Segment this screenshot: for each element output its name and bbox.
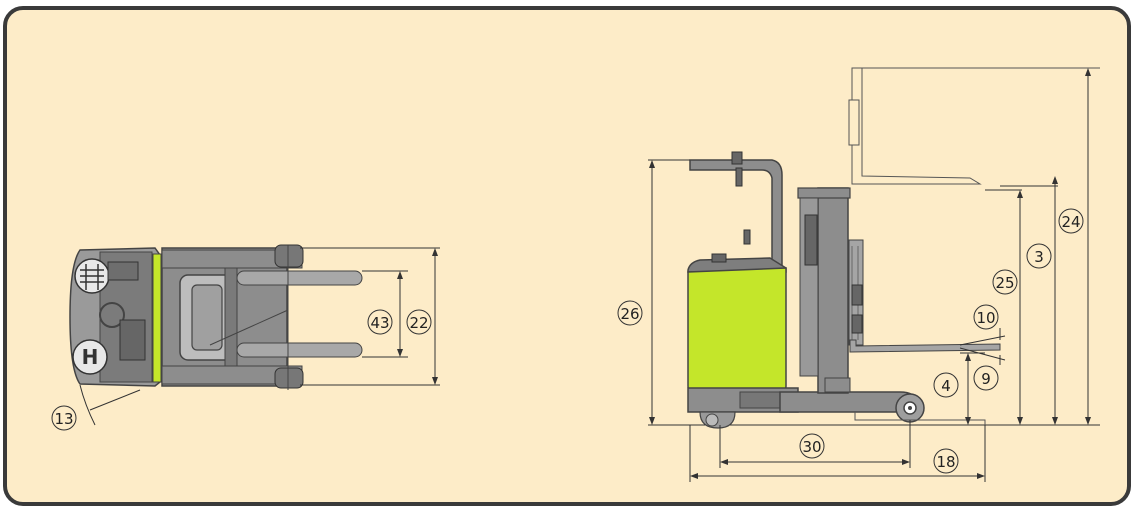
svg-text:26: 26 <box>620 305 639 323</box>
dimension-label-13: 13 <box>51 405 77 431</box>
steering-wheel <box>99 302 125 328</box>
svg-text:9: 9 <box>981 370 991 388</box>
top-view-fork-top <box>236 270 363 286</box>
svg-text:30: 30 <box>802 438 821 456</box>
svg-text:18: 18 <box>936 453 955 471</box>
dimension-label-43: 43 <box>367 309 393 335</box>
side-view: 26 3 24 25 10 9 4 30 <box>617 67 1100 482</box>
svg-text:10: 10 <box>976 309 995 327</box>
dimension-label-22: 22 <box>406 309 432 335</box>
svg-text:13: 13 <box>54 410 73 428</box>
dimension-label-30: 30 <box>799 433 825 459</box>
svg-text:43: 43 <box>370 314 389 332</box>
side-view-mast <box>817 187 849 394</box>
dimension-label-10: 10 <box>973 304 999 330</box>
dimension-label-24: 24 <box>1058 208 1084 234</box>
svg-text:3: 3 <box>1034 248 1044 266</box>
top-view-battery-stripe <box>152 253 162 383</box>
top-view-wheel-bottom <box>274 367 304 389</box>
svg-text:22: 22 <box>409 314 428 332</box>
dimension-label-4: 4 <box>933 372 959 398</box>
svg-text:24: 24 <box>1061 213 1080 231</box>
dimension-label-26: 26 <box>617 300 643 326</box>
svg-text:25: 25 <box>995 274 1014 292</box>
top-view: H <box>51 244 440 431</box>
top-view-wheel-top <box>274 244 304 268</box>
h-icon <box>72 339 108 375</box>
dimension-label-9: 9 <box>973 365 999 391</box>
dimension-label-3: 3 <box>1026 243 1052 269</box>
dimension-label-18: 18 <box>933 448 959 474</box>
dimension-label-25: 25 <box>992 269 1018 295</box>
top-view-fork-bottom <box>236 342 363 358</box>
svg-text:H: H <box>82 345 99 369</box>
svg-text:4: 4 <box>941 377 951 395</box>
side-view-battery-body <box>687 267 787 393</box>
